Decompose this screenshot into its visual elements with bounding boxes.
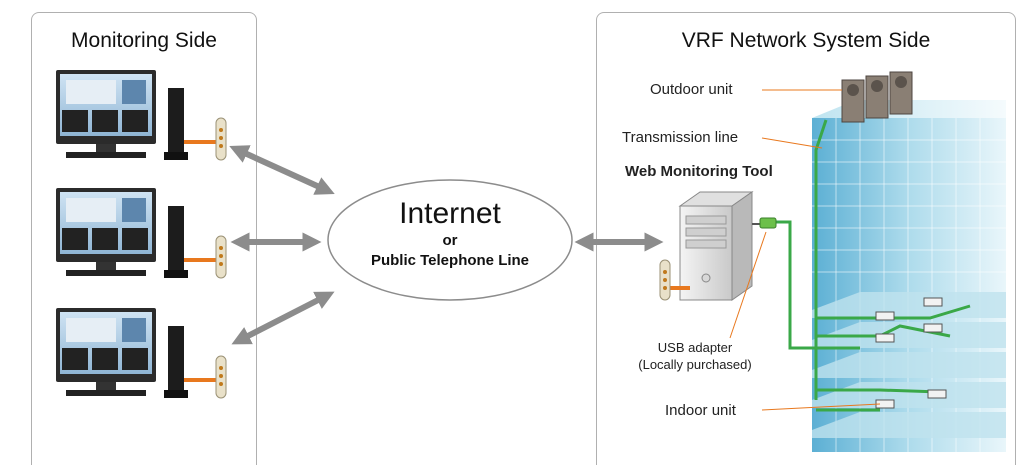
web-monitoring-server [678,191,754,301]
public-telephone-line-label: Public Telephone Line [370,252,530,269]
transmission-line [776,119,971,412]
leader-lines [729,89,881,411]
workstation-1 [56,70,227,161]
workstation-3 [56,308,227,399]
usb-adapter [752,217,777,229]
system-diagram [56,70,1006,452]
usb-adapter-line2: (Locally purchased) [638,357,752,372]
server-modem [659,259,690,301]
arrow-ws3-internet [231,291,335,345]
or-label: or [442,232,458,249]
outdoor-unit [841,71,913,123]
web-monitoring-tool-label: Web Monitoring Tool [625,163,773,180]
transmission-line-label: Transmission line [622,129,739,146]
vrf-side-title: VRF Network System Side [681,29,931,52]
internet-label: Internet [399,197,501,230]
workstation-2 [56,188,227,279]
usb-adapter-line1: USB adapter [657,340,733,355]
indoor-unit-label: Indoor unit [665,402,736,419]
monitoring-side-title: Monitoring Side [71,29,217,52]
internet-ellipse [327,179,573,301]
outdoor-unit-label: Outdoor unit [650,81,733,98]
usb-adapter-label: USB adapter (Locally purchased) [630,339,760,373]
indoor-units [875,297,947,409]
arrow-ws1-internet [229,145,335,195]
building [812,100,1006,452]
